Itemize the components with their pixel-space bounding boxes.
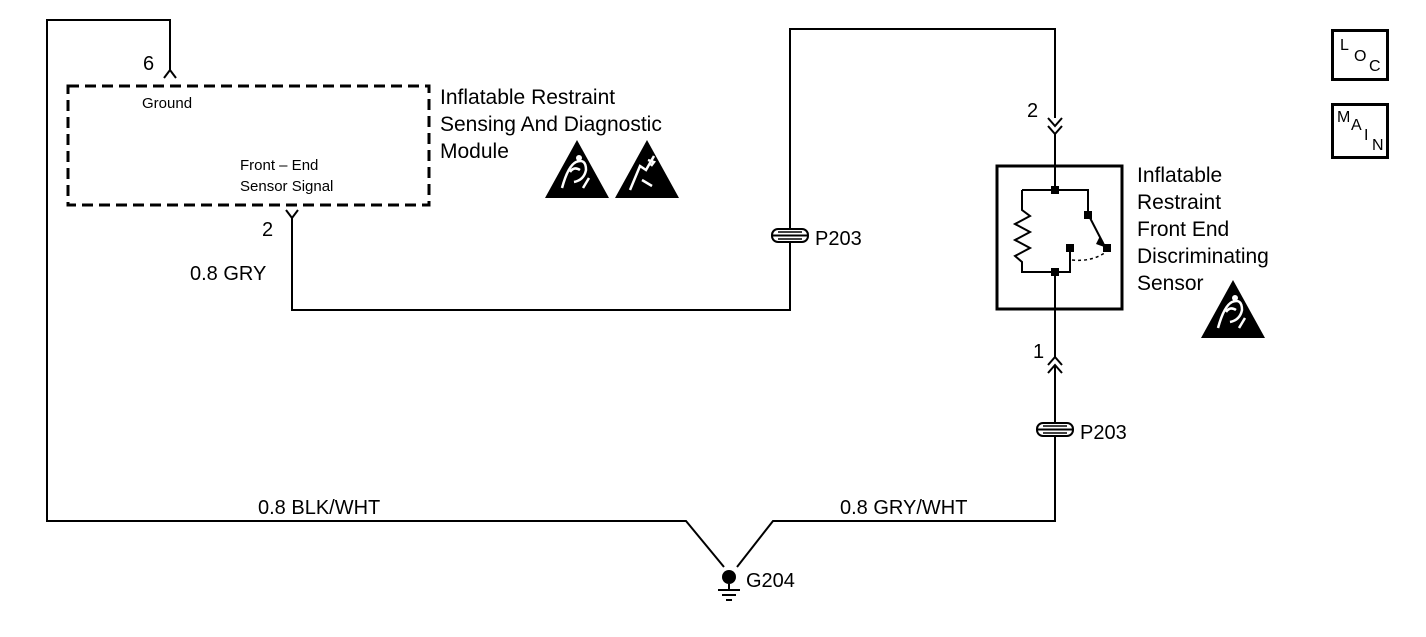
loc-letter-o: O [1354,48,1367,65]
sensor-title-line-4: Discriminating [1137,245,1269,268]
ground-left-wire-label: 0.8 BLK/WHT [258,497,380,519]
wire-ground-left [46,19,725,568]
sensor-title-line-3: Front End [1137,218,1229,241]
loc-button[interactable]: L O C [1331,29,1389,81]
connector-p203-lower-label: P203 [1080,422,1127,444]
sensor-internal-circuit [1012,166,1111,309]
loc-letter-l: L [1340,37,1349,54]
sensor-title-line-1: Inflatable [1137,164,1222,187]
sensor-pin-1-terminal [1047,355,1063,374]
airbag-warning-icon [545,140,609,198]
module-title-line-1: Inflatable Restraint [440,86,615,109]
module-title-line-3: Module [440,140,509,163]
signal-wire-label: 0.8 GRY [190,263,266,285]
main-button[interactable]: M A I N [1331,103,1389,159]
sensor-pin-2-terminal [1047,117,1063,136]
module-title-line-2: Sensing And Diagnostic [440,113,662,136]
main-letter-a: A [1351,117,1362,134]
wire-ground-right [736,365,1056,568]
module-ground-label: Ground [142,95,192,112]
connector-p203-upper [771,228,809,243]
sensor-box [995,164,1124,311]
sensor-pin-1-label: 1 [1033,341,1044,363]
sensor-pin-2-label: 2 [1027,100,1038,122]
module-signal-label-2: Sensor Signal [240,178,333,195]
sensor-title-line-2: Restraint [1137,191,1221,214]
module-pin-2-label: 2 [262,219,273,241]
module-pin-6-label: 6 [143,53,154,75]
ground-right-wire-label: 0.8 GRY/WHT [840,497,967,519]
ground-g204-symbol [718,570,740,601]
esd-warning-icon [615,140,679,198]
wire-signal [291,28,1056,311]
connector-p203-upper-label: P203 [815,228,862,250]
sensor-title-line-5: Sensor [1137,272,1204,295]
connector-p203-lower [1036,422,1074,437]
module-pin-2-terminal [285,209,299,220]
main-letter-m: M [1337,109,1351,126]
ground-g204-label: G204 [746,570,795,592]
module-pin-6-terminal [163,68,177,79]
module-box [66,84,431,207]
main-letter-i: I [1364,127,1369,144]
loc-letter-c: C [1369,58,1381,75]
sensor-airbag-warning-icon [1201,280,1265,338]
main-letter-n: N [1372,137,1384,154]
module-signal-label-1: Front – End [240,157,318,174]
